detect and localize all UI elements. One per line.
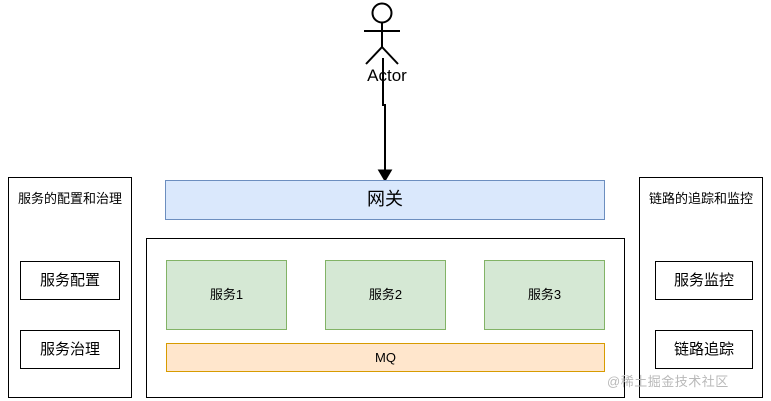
mq-node[interactable]: MQ [166,343,605,372]
left-panel-item-service-config[interactable]: 服务配置 [20,261,120,300]
left-panel-item-service-governance[interactable]: 服务治理 [20,330,120,369]
actor-label: Actor [367,66,407,85]
right-panel-item-service-monitoring[interactable]: 服务监控 [655,261,753,300]
right-panel-item-trace-tracking[interactable]: 链路追踪 [655,330,753,369]
service-node-1[interactable]: 服务1 [166,260,287,330]
watermark: @稀土掘金技术社区 [607,374,729,389]
service-node-3[interactable]: 服务3 [484,260,605,330]
actor-stick-figure-icon [364,2,400,65]
gateway-node[interactable]: 网关 [165,180,605,220]
actor-figure[interactable] [352,0,422,90]
left-panel-title: 服务的配置和治理 [17,190,122,206]
service-node-2[interactable]: 服务2 [325,260,446,330]
right-panel-title: 链路的追踪和监控 [648,190,753,206]
